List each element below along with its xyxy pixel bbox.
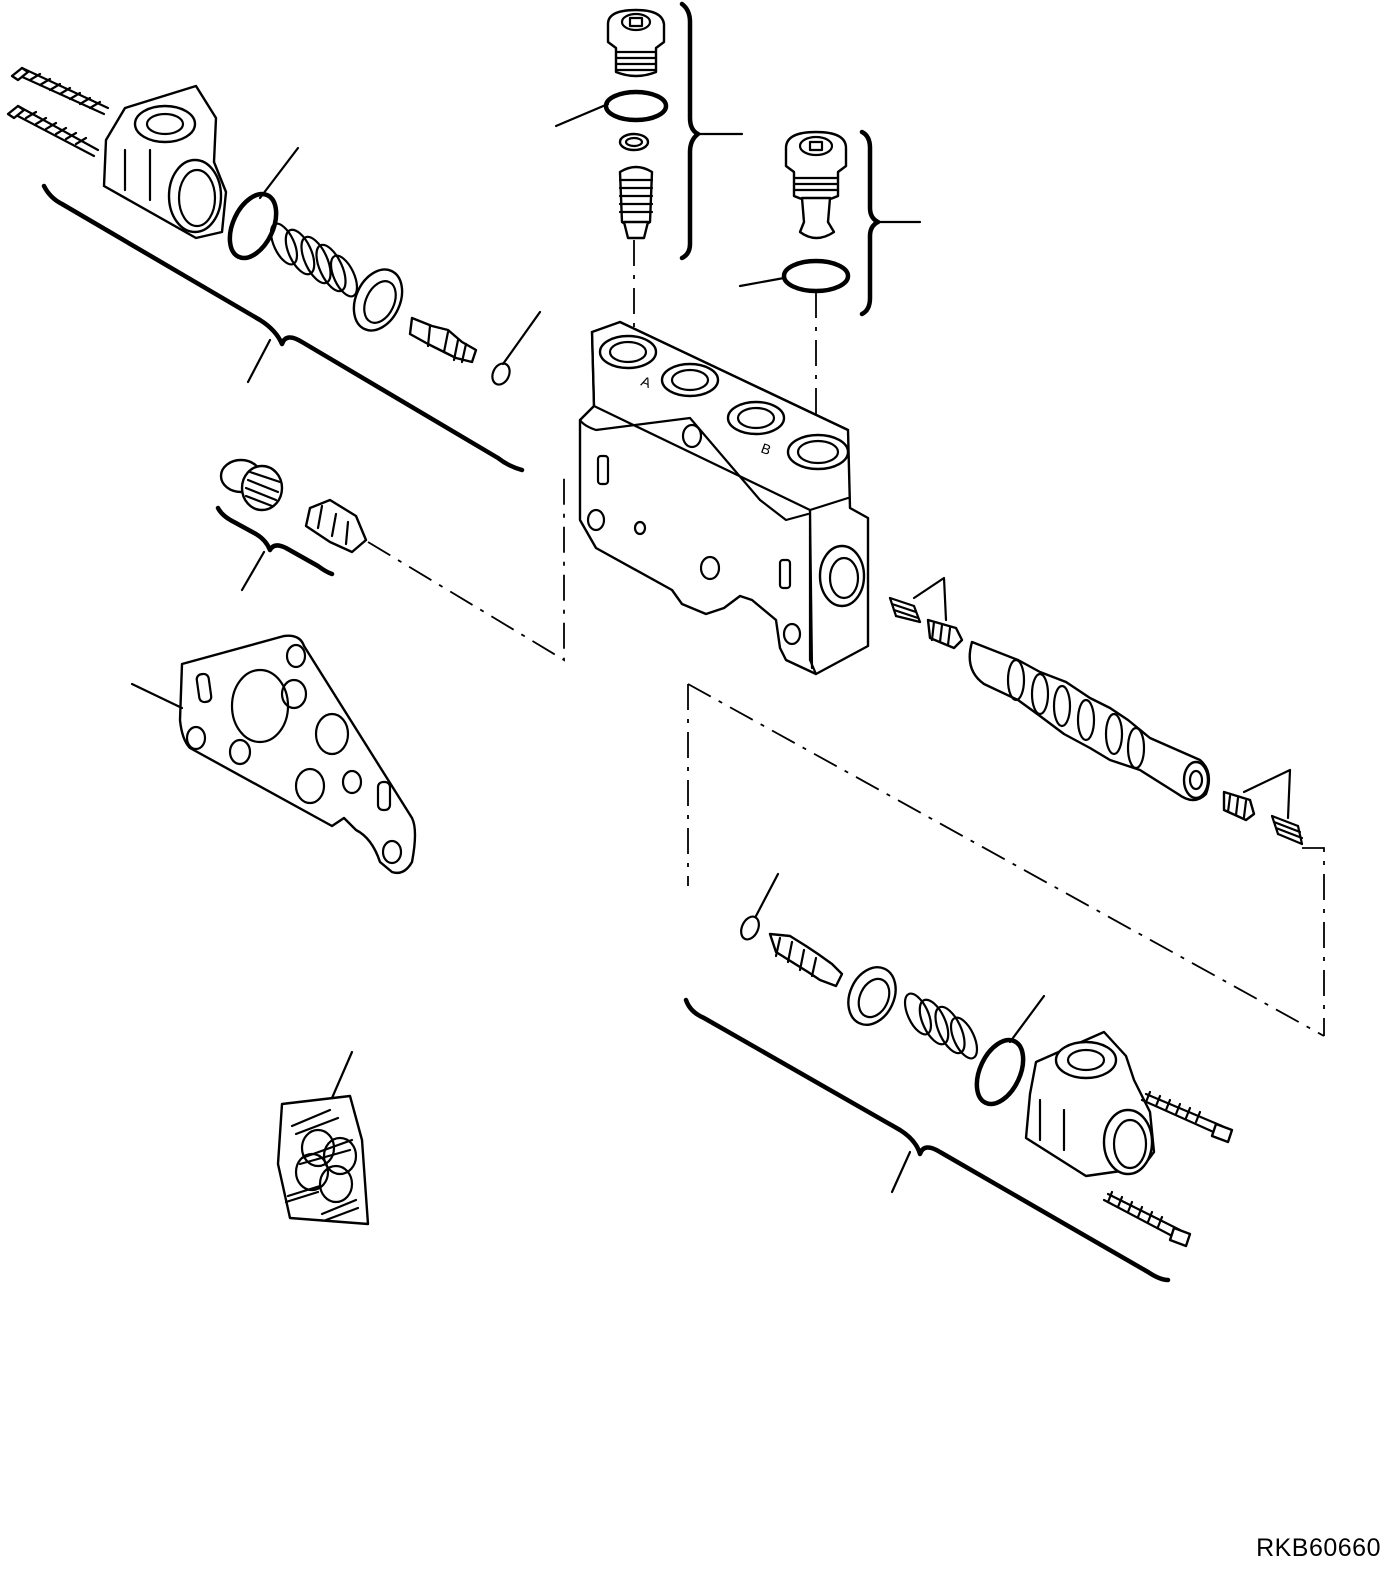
left-stopper	[408, 316, 478, 364]
spool-stopper-right	[1222, 790, 1256, 822]
port-a-plug	[606, 8, 666, 78]
port-b-o-ring	[738, 258, 851, 294]
spool	[968, 640, 1211, 802]
drawing-id-label: RKB60660	[1256, 1534, 1381, 1562]
port-b-plug	[784, 130, 848, 240]
port-a-bracket	[679, 1, 744, 261]
spool-left-leader	[912, 576, 948, 622]
plug-bracket	[215, 505, 335, 592]
check-valve	[304, 498, 368, 554]
left-group-bracket	[41, 183, 525, 473]
valve-body: A B	[578, 320, 870, 676]
right-group-bracket	[683, 997, 1171, 1283]
right-spring-seat	[847, 966, 897, 1026]
plug	[219, 458, 284, 512]
right-small-o-ring	[740, 872, 780, 941]
right-o-ring	[974, 994, 1046, 1107]
port-a-poppet	[618, 165, 654, 240]
right-spring	[903, 992, 979, 1060]
seal-kit-bag	[276, 1050, 370, 1226]
plug-axis	[367, 470, 565, 662]
spool-spring-left	[888, 596, 922, 624]
spool-spring-right	[1270, 814, 1304, 846]
left-bolt-upper	[10, 66, 110, 116]
right-bolt-upper	[1140, 1090, 1234, 1144]
right-end-cap	[1024, 1030, 1156, 1178]
left-small-o-ring	[491, 310, 542, 386]
port-b-bracket	[859, 129, 922, 317]
spool-right-leader	[1242, 768, 1292, 820]
spool-stopper-left	[926, 618, 964, 650]
left-spring	[269, 222, 359, 298]
right-bolt-lower	[1102, 1190, 1192, 1248]
left-bolt-lower	[6, 104, 100, 158]
spool-axis-right	[1302, 847, 1325, 1036]
spool-axis-left	[687, 683, 1325, 1037]
left-spring-seat	[352, 268, 404, 332]
right-stopper	[768, 932, 844, 988]
gasket	[130, 634, 417, 875]
port-a-o-ring	[554, 89, 669, 128]
left-end-cap	[102, 84, 228, 240]
port-a-spring-seat	[618, 132, 650, 152]
